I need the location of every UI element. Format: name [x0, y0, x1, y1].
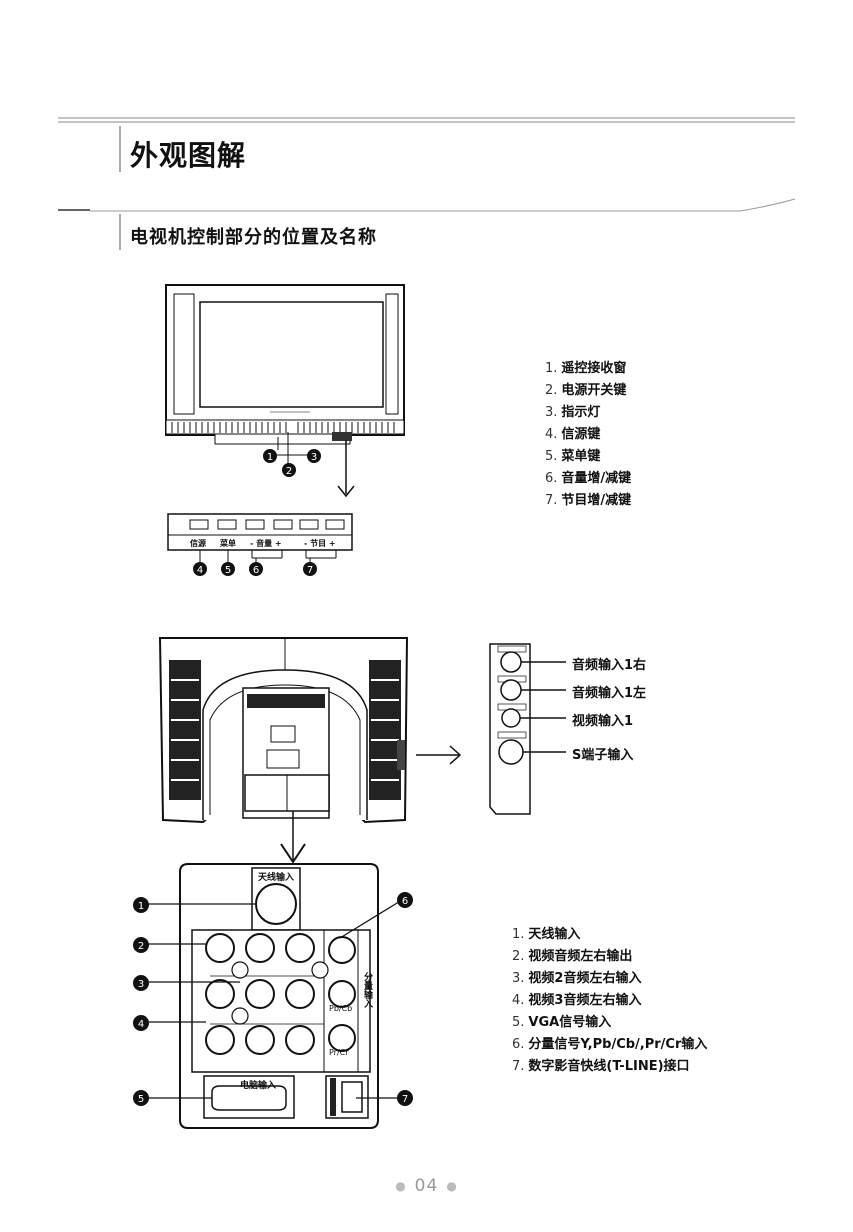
- rear-callout-3-text: 3: [138, 979, 144, 990]
- callout-6-text: 6: [253, 565, 259, 576]
- rear-callout-5: 5: [133, 1090, 149, 1106]
- list-item: 6.音量增/减键: [545, 471, 632, 486]
- panel-label-source: 信源: [190, 539, 206, 548]
- antenna-panel-label: 天线输入: [258, 873, 295, 883]
- rear-connector-panel: [146, 863, 403, 1129]
- callout-2: 2: [282, 463, 296, 477]
- callout-1: 1: [263, 449, 277, 463]
- arrow-to-side-panel: [416, 745, 462, 765]
- vga-panel-label: 电脑输入: [240, 1081, 277, 1091]
- page-dot-left: ●: [395, 1179, 407, 1193]
- rear-callout-6: 6: [397, 892, 413, 908]
- side-panel-diagram: [489, 643, 566, 815]
- rear-panel-list: 1.天线输入 2.视频音频左右输出 3.视频2音频左右输入 4.视频3音频左右输…: [512, 924, 707, 1078]
- callout-2-text: 2: [286, 466, 292, 477]
- rear-callout-3: 3: [133, 975, 149, 991]
- rear-callout-7-text: 7: [402, 1094, 408, 1105]
- rear-callout-4-text: 4: [138, 1019, 144, 1030]
- side-label-video1: 视频输入1: [572, 714, 634, 729]
- pbcb-label: Pb/Cb: [329, 1004, 353, 1013]
- header-rules: [58, 117, 796, 250]
- callout-1-text: 1: [267, 452, 273, 463]
- callout-4: 4: [193, 562, 207, 576]
- list-item: 7.数字影音快线(T-LINE)接口: [512, 1059, 690, 1074]
- page-title: 外观图解: [130, 139, 247, 172]
- rear-callout-4: 4: [133, 1015, 149, 1031]
- front-controls-list: 1.遥控接收窗 2.电源开关键 3.指示灯 4.信源键 5.菜单键 6.音量增/…: [545, 358, 631, 512]
- list-item: 2.视频音频左右输出: [512, 949, 633, 964]
- list-item: 3.视频2音频左右输入: [512, 971, 642, 986]
- callout-7: 7: [303, 562, 317, 576]
- rear-callout-2: 2: [133, 937, 149, 953]
- panel-label-channel: - 节目 +: [304, 539, 336, 548]
- panel-label-menu: 菜单: [220, 539, 236, 548]
- callout-5-text: 5: [225, 565, 231, 576]
- rear-callout-1: 1: [133, 897, 149, 913]
- callout-5: 5: [221, 562, 235, 576]
- list-item: 3.指示灯: [545, 405, 601, 420]
- list-item: 4.信源键: [545, 427, 601, 442]
- callout-6: 6: [249, 562, 263, 576]
- rear-callout-2-text: 2: [138, 941, 144, 952]
- side-label-audio1-right: 音频输入1右: [572, 658, 647, 673]
- page-dot-right: ●: [446, 1179, 458, 1193]
- tv-rear-diagram: [158, 637, 409, 864]
- side-label-s-video: S端子输入: [572, 748, 634, 763]
- list-item: 1.遥控接收窗: [545, 361, 627, 376]
- callout-3: 3: [307, 449, 321, 463]
- list-item: 7.节目增/减键: [545, 493, 632, 508]
- prcr-label: Pr/Cr: [329, 1048, 349, 1057]
- list-item: 4.视频3音频左右输入: [512, 993, 642, 1008]
- rear-callout-7: 7: [397, 1090, 413, 1106]
- page-number-text: 04: [414, 1176, 439, 1196]
- callout-7-text: 7: [307, 565, 313, 576]
- component-panel-label: 分量输入: [362, 972, 372, 1008]
- callout-4-text: 4: [197, 565, 203, 576]
- list-item: 5.菜单键: [545, 449, 601, 464]
- callout-3-text: 3: [311, 452, 317, 463]
- rear-callout-1-text: 1: [138, 901, 144, 912]
- list-item: 5.VGA信号输入: [512, 1015, 612, 1030]
- section-subtitle: 电视机控制部分的位置及名称: [130, 227, 377, 248]
- side-label-audio1-left: 音频输入1左: [572, 686, 647, 701]
- list-item: 6.分量信号Y,Pb/Cb/,Pr/Cr输入: [512, 1037, 708, 1052]
- tv-front-diagram: [165, 284, 405, 562]
- rear-callout-6-text: 6: [402, 896, 408, 907]
- list-item: 2.电源开关键: [545, 383, 627, 398]
- list-item: 1.天线输入: [512, 927, 581, 942]
- page-number: ● 04 ●: [0, 1176, 853, 1196]
- rear-callout-5-text: 5: [138, 1094, 144, 1105]
- panel-label-volume: - 音量 +: [250, 539, 282, 548]
